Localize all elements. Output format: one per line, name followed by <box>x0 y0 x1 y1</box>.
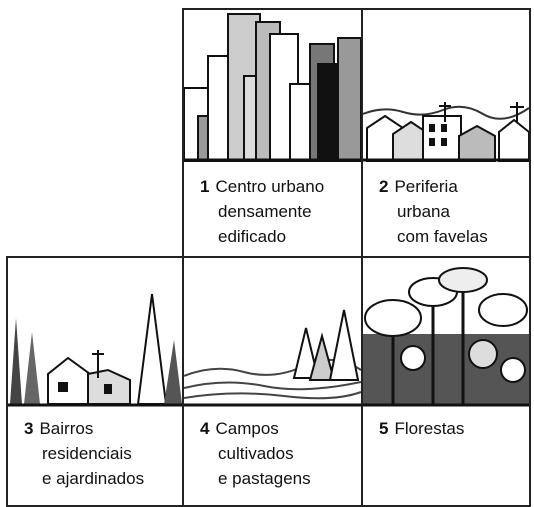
periphery-illustration <box>363 102 529 162</box>
residential-illustration <box>8 293 182 407</box>
urban-center-caption: 1 Centro urbano densamente edificado <box>200 174 324 249</box>
caption-line: Campos <box>215 419 279 438</box>
caption-line: Periferia <box>394 177 458 196</box>
panel-number: 3 <box>24 419 34 438</box>
forests-caption: 5 Florestas <box>379 416 464 441</box>
panel-number: 2 <box>379 177 389 196</box>
caption-line: e ajardinados <box>42 469 145 488</box>
panel-urban-center: 1 Centro urbano densamente edificado <box>182 8 363 258</box>
caption-line: urbana <box>397 202 450 221</box>
urban-center-illustration <box>184 13 361 162</box>
panel-number: 5 <box>379 419 389 438</box>
panel-fields: 4 Campos cultivados e pastagens <box>182 256 363 507</box>
caption-line: e pastagens <box>218 469 311 488</box>
caption-line: cultivados <box>218 444 294 463</box>
caption-line: Bairros <box>39 419 94 438</box>
caption-line: Florestas <box>394 419 465 438</box>
residential-caption: 3 Bairros residenciais e ajardinados <box>24 416 144 491</box>
caption-line: densamente <box>218 202 312 221</box>
fields-illustration <box>184 309 361 407</box>
caption-line: edificado <box>218 227 287 246</box>
fields-caption: 4 Campos cultivados e pastagens <box>200 416 311 491</box>
caption-line: Centro urbano <box>215 177 325 196</box>
caption-line: residenciais <box>42 444 132 463</box>
caption-line: com favelas <box>397 227 488 246</box>
panel-number: 1 <box>200 177 210 196</box>
periphery-caption: 2 Periferia urbana com favelas <box>379 174 488 249</box>
panel-urban-periphery: 2 Periferia urbana com favelas <box>361 8 531 258</box>
panel-residential: 3 Bairros residenciais e ajardinados <box>6 256 184 507</box>
forests-illustration <box>363 267 529 407</box>
panel-number: 4 <box>200 419 210 438</box>
panel-forests: 5 Florestas <box>361 256 531 507</box>
